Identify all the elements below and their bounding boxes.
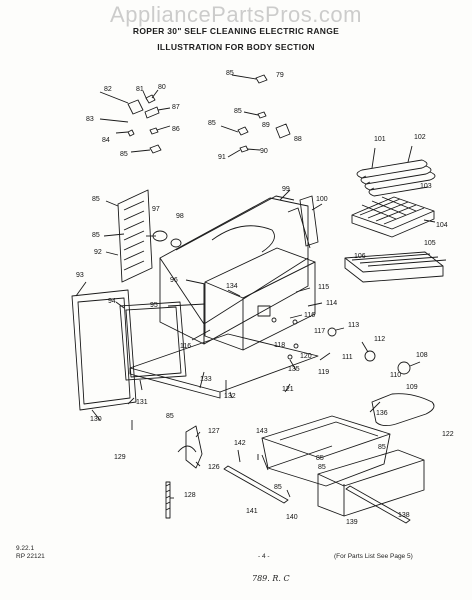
callout-79: 79	[276, 72, 284, 79]
callout-103: 103	[420, 183, 432, 190]
callout-91: 91	[218, 154, 226, 161]
callout-133: 133	[200, 376, 212, 383]
footer-code: 9.22.1	[16, 545, 35, 552]
callout-85: 85	[166, 413, 174, 420]
callout-132: 132	[224, 393, 236, 400]
parts-list-note: (For Parts List See Page 5)	[334, 553, 413, 560]
callout-122: 122	[442, 431, 454, 438]
broil-element-part	[356, 145, 436, 197]
callout-139: 139	[346, 519, 358, 526]
callout-127: 127	[208, 428, 220, 435]
callout-95: 95	[150, 302, 158, 309]
callout-116: 116	[180, 343, 192, 350]
callout-115: 115	[318, 284, 330, 291]
callout-94: 94	[108, 298, 116, 305]
callout-136: 136	[376, 410, 388, 417]
callout-97: 97	[152, 206, 160, 213]
callout-128: 128	[184, 492, 196, 499]
callout-142: 142	[234, 440, 246, 447]
callout-87: 87	[172, 104, 180, 111]
diagram-title: ROPER 30" SELF CLEANING ELECTRIC RANGE	[132, 26, 340, 36]
callout-99: 99	[282, 186, 290, 193]
diagram-subtitle: ILLUSTRATION FOR BODY SECTION	[157, 42, 315, 52]
callout-leader-lines	[127, 235, 331, 499]
side-insulation-panel	[103, 189, 153, 283]
door-hinge-part	[165, 425, 203, 519]
callout-81: 81	[136, 86, 144, 93]
callout-129: 129	[114, 454, 126, 461]
callout-131: 131	[136, 399, 148, 406]
callout-85: 85	[226, 70, 234, 77]
callout-120: 120	[300, 353, 312, 360]
callout-88: 88	[294, 136, 302, 143]
callout-85: 85	[120, 151, 128, 158]
callout-105: 105	[424, 240, 436, 247]
callout-93: 93	[76, 272, 84, 279]
callout-104: 104	[436, 222, 448, 229]
callout-134: 134	[226, 283, 238, 290]
callout-83: 83	[86, 116, 94, 123]
callout-111: 111	[342, 354, 353, 361]
callout-108: 108	[416, 352, 428, 359]
oven-shelf-part	[344, 251, 447, 283]
callout-80: 80	[158, 84, 166, 91]
page-number: - 4 -	[258, 553, 270, 560]
callout-126: 126	[208, 464, 220, 471]
callout-119: 119	[318, 369, 330, 376]
callout-135: 135	[288, 366, 300, 373]
callout-96: 96	[170, 277, 178, 284]
callout-143: 143	[256, 428, 268, 435]
callout-85: 85	[92, 232, 100, 239]
callout-130: 130	[90, 416, 102, 423]
vent-ring-part	[152, 230, 182, 248]
callout-121: 121	[282, 386, 294, 393]
callout-90: 90	[260, 148, 268, 155]
drawer-rail-parts	[223, 465, 411, 524]
callout-101: 101	[374, 136, 386, 143]
bake-element-part	[369, 393, 435, 427]
callout-112: 112	[374, 336, 386, 343]
drawer-front-panel	[317, 449, 425, 517]
callout-118: 118	[274, 342, 286, 349]
screw-parts	[220, 74, 291, 158]
callout-141: 141	[246, 508, 258, 515]
bottom-frame-part	[129, 333, 319, 399]
watermark-text: AppliancePartsPros.com	[110, 2, 362, 27]
callout-85: 85	[378, 444, 386, 451]
callout-82: 82	[104, 86, 112, 93]
callout-85: 85	[208, 120, 216, 127]
callout-140: 140	[286, 514, 298, 521]
callout-102: 102	[414, 134, 426, 141]
callout-98: 98	[176, 213, 184, 220]
callout-109: 109	[406, 384, 418, 391]
callout-100: 100	[316, 196, 328, 203]
callout-86: 86	[172, 126, 180, 133]
callout-114: 114	[326, 300, 338, 307]
oven-liner-part	[204, 247, 316, 351]
callout-113: 113	[348, 322, 360, 329]
callout-89: 89	[262, 122, 270, 129]
callout-106: 106	[354, 253, 366, 260]
callout-85: 85	[316, 455, 324, 462]
footer-part-number: RP 22121	[16, 553, 45, 560]
range-cabinet-body	[159, 189, 323, 345]
hinge-parts	[287, 319, 421, 375]
callout-85: 85	[92, 196, 100, 203]
callout-110: 110	[390, 372, 402, 379]
oven-rack-part	[351, 196, 436, 238]
callout-85: 85	[318, 464, 326, 471]
switch-bracket-part	[99, 89, 171, 154]
callout-85: 85	[234, 108, 242, 115]
callout-138: 138	[398, 512, 410, 519]
handwritten-note: 789. R. C	[252, 574, 290, 583]
oven-door-assembly	[71, 281, 187, 421]
storage-drawer-part	[261, 415, 391, 487]
callout-92: 92	[94, 249, 102, 256]
callout-85: 85	[274, 484, 282, 491]
callout-84: 84	[102, 137, 110, 144]
callout-117: 117	[314, 328, 326, 335]
callout-116: 116	[304, 312, 316, 319]
